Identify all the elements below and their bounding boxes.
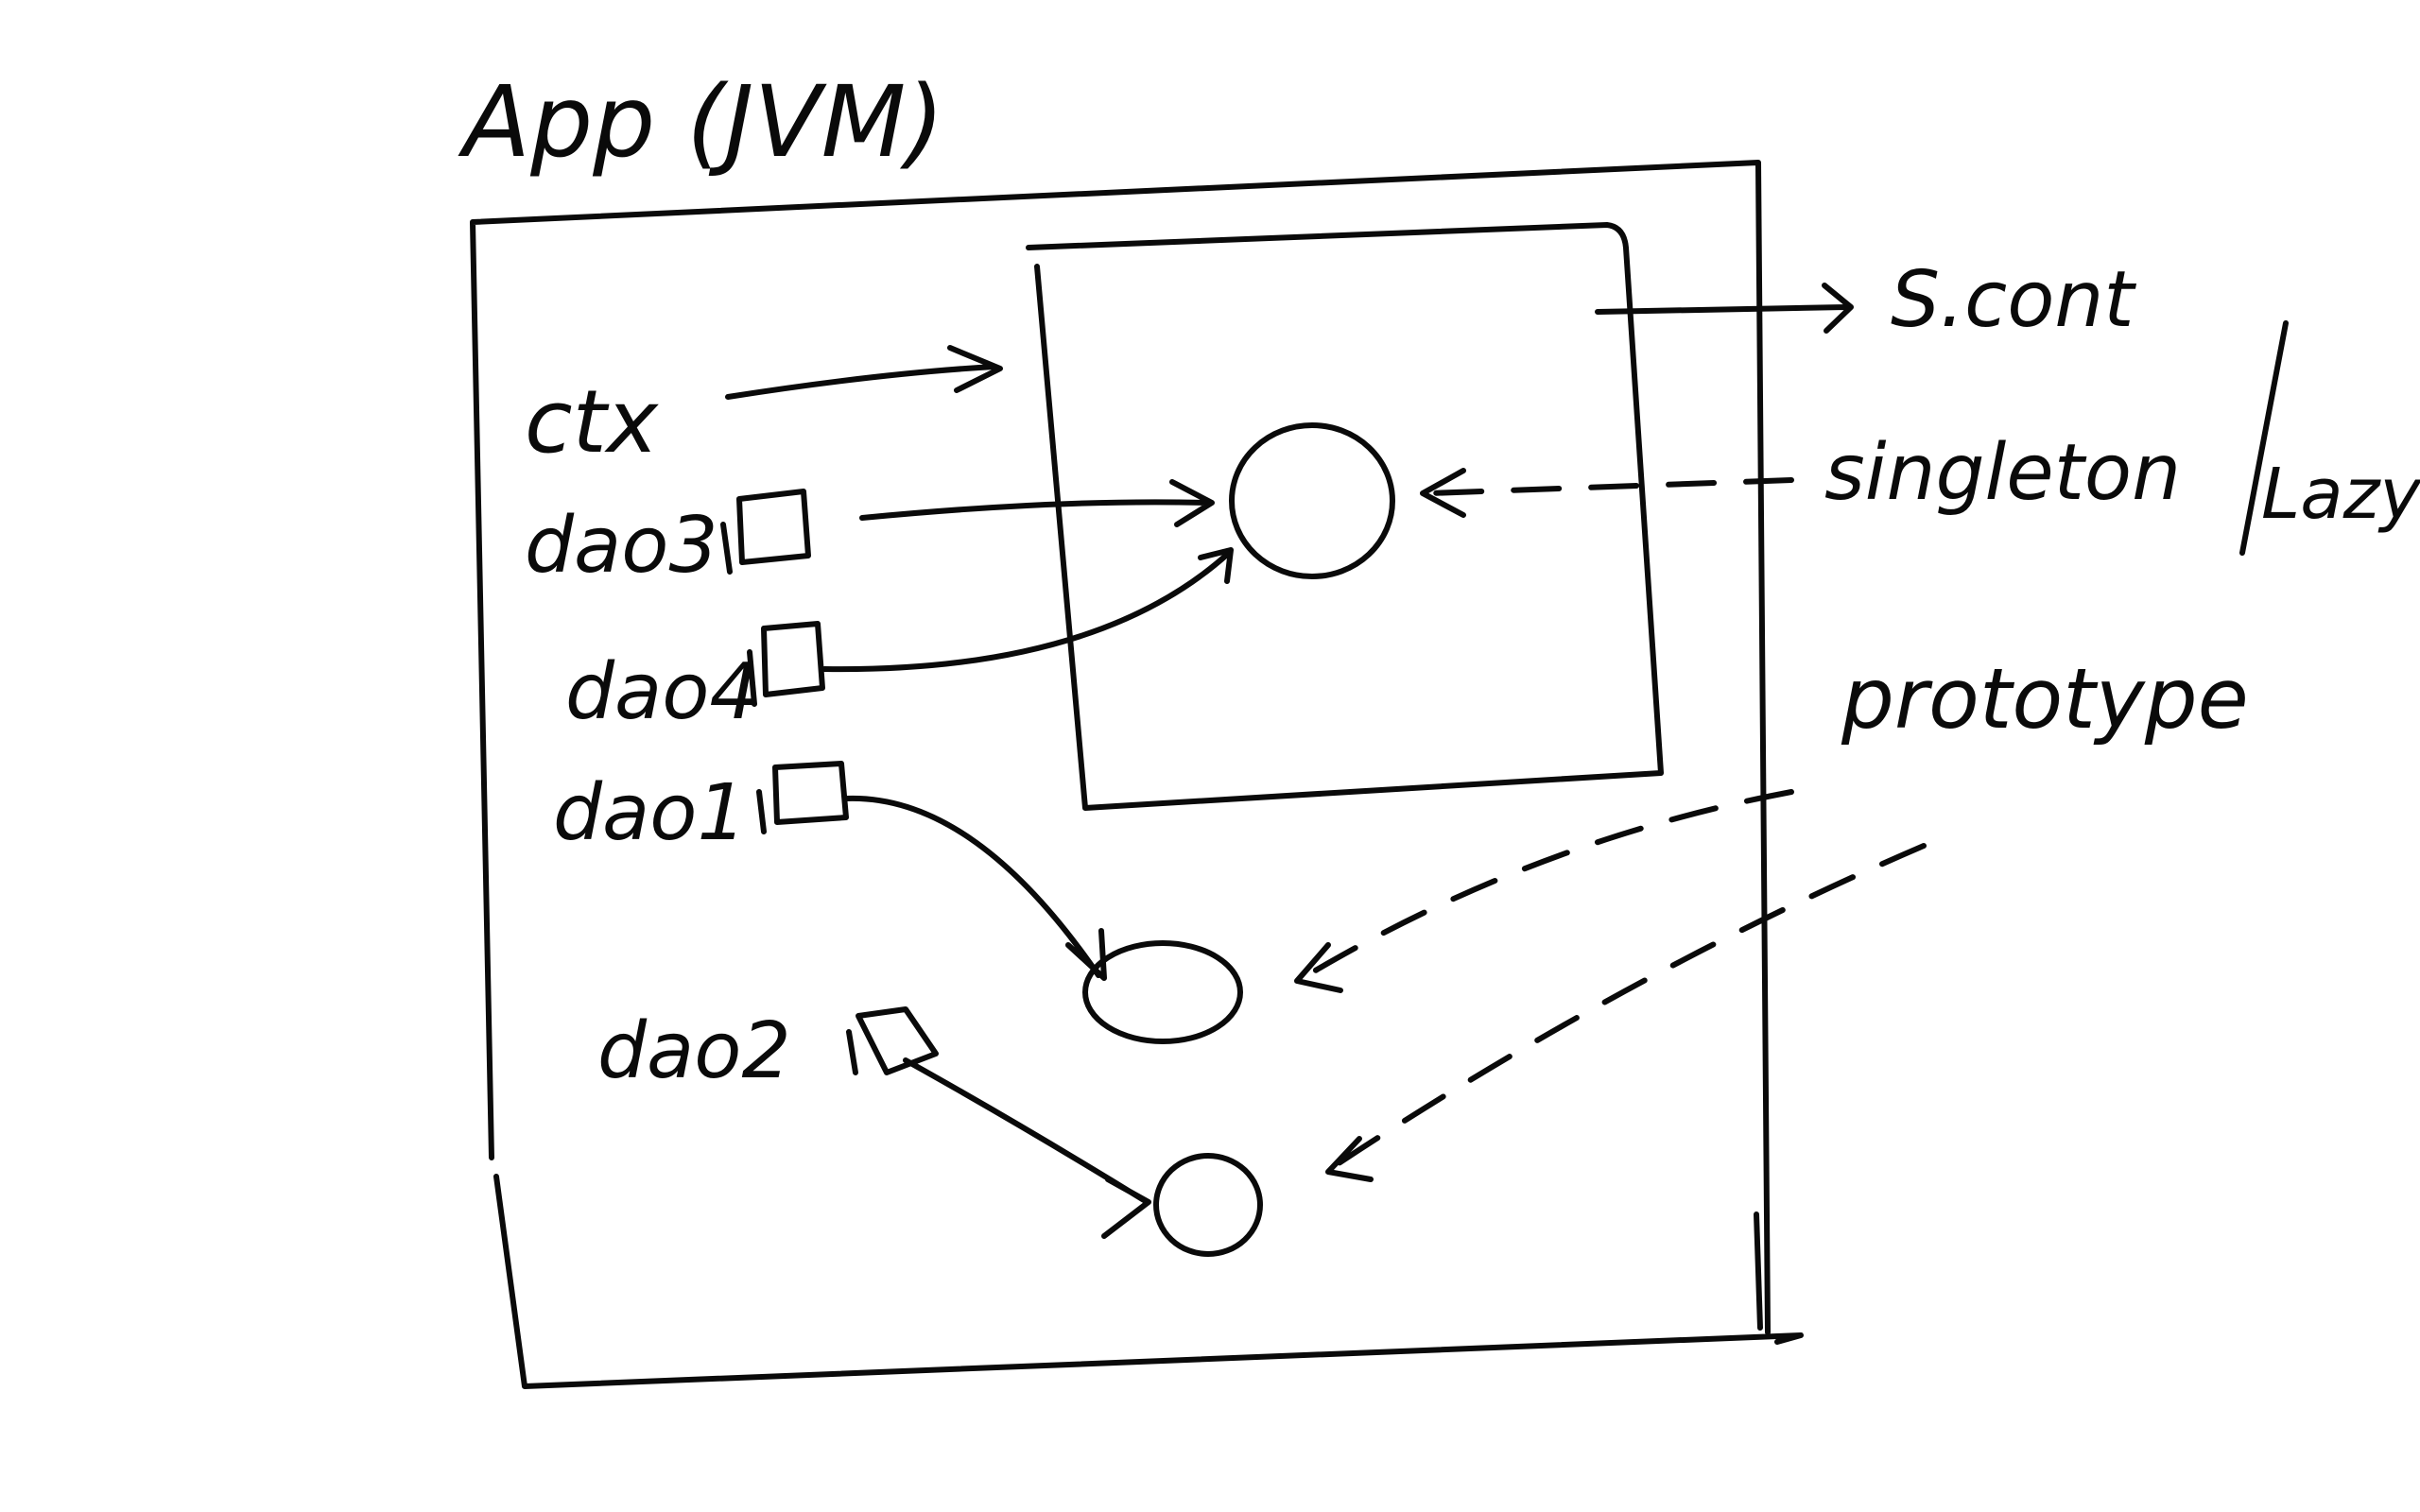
dao4-label: dao4: [565, 647, 759, 737]
prototype-dashed-arrow-2: [1330, 843, 1927, 1170]
dao4-ref-box: [747, 621, 825, 707]
ctx-label: ctx: [525, 371, 660, 472]
jvm-box-right-tick: [1754, 1211, 1763, 1331]
singleton-arrowhead: [1420, 468, 1466, 518]
scope-lazy-label: Lazy: [2261, 454, 2420, 535]
prototype-arrowhead-1: [1294, 942, 1343, 993]
ctx-arrow: [725, 345, 1003, 400]
app-title: App (JVM): [458, 64, 944, 180]
prototype-bean-circle-1: [1082, 940, 1243, 1044]
dao2-ref-box: [846, 1006, 939, 1075]
scope-prototype-label: prototype: [1841, 650, 2249, 747]
dao2-label: dao2: [597, 1006, 791, 1096]
prototype-dashed-arrow-1: [1300, 789, 1794, 981]
dao1-label: dao1: [553, 768, 747, 858]
dao1-ref-box: [756, 761, 849, 834]
scope-divider: [2239, 320, 2289, 556]
dao1-arrow: [843, 795, 1107, 981]
dao3-ref-box: [720, 489, 811, 575]
singleton-bean-circle: [1229, 422, 1395, 579]
scope-singleton-label: singleton: [1824, 428, 2181, 518]
spring-container-label: S.cont: [1891, 255, 2136, 345]
dao3-arrow: [859, 479, 1215, 527]
spring-container-arrow: [1595, 283, 1854, 334]
prototype-bean-circle-2: [1153, 1153, 1263, 1257]
prototype-arrowhead-2: [1325, 1136, 1374, 1182]
jvm-box: [470, 160, 1804, 1389]
dao3-label: dao3: [525, 501, 718, 591]
spring-container-box: [1026, 222, 1664, 811]
singleton-dashed-arrow: [1426, 477, 1794, 496]
dao2-arrow: [903, 1057, 1151, 1239]
dao4-arrow: [821, 547, 1234, 673]
